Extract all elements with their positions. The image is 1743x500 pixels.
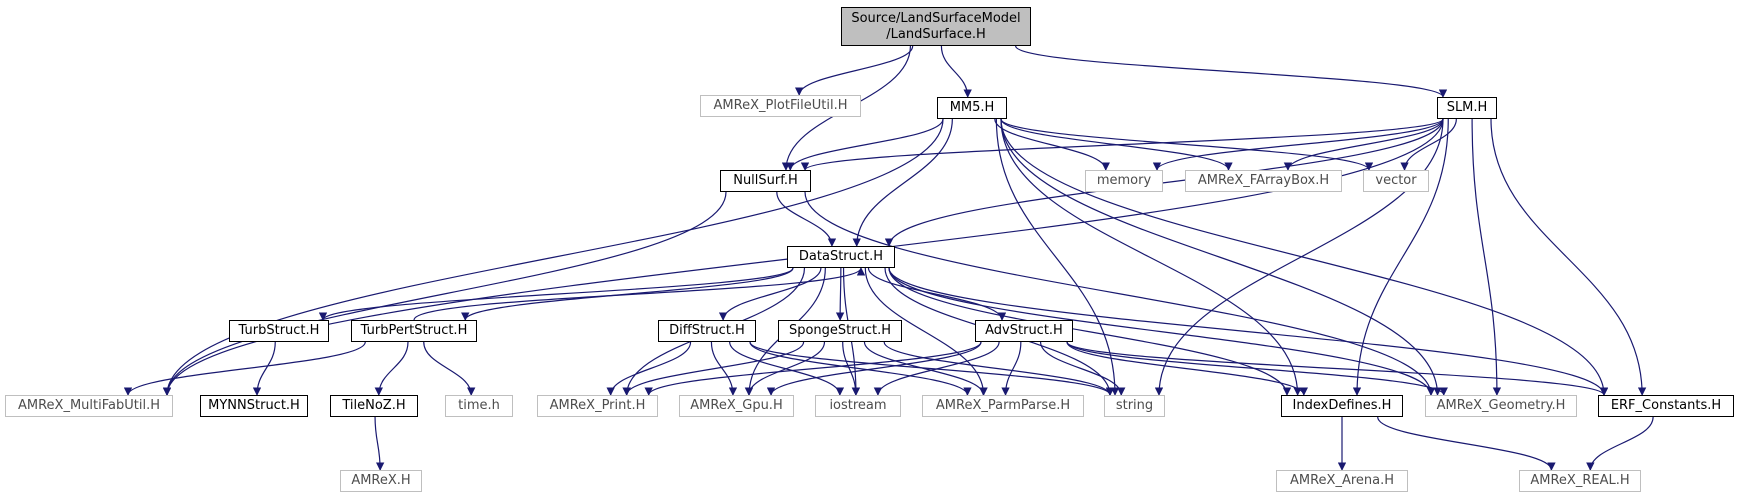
edge-slm-to-memory [1152, 118, 1444, 171]
edge-mm5-to-erfconstants [1000, 118, 1609, 396]
node-memory: memory [1085, 170, 1163, 192]
edge-advstruct-to-gpu [766, 341, 982, 396]
edge-nullsurf-to-multifabutil [162, 191, 727, 396]
edge-advstruct-to-indexdefines [1066, 341, 1308, 396]
node-turbstruct[interactable]: TurbStruct.H [229, 320, 329, 342]
node-amrex: AMReX.H [340, 470, 422, 492]
edge-spongestruct-to-string [883, 341, 1115, 396]
edge-datastruct-to-indexdefines [888, 267, 1292, 396]
edge-advstruct-to-geometry [1066, 341, 1448, 396]
edge-diffstruct-to-parmparse [749, 341, 972, 396]
edge-tilenoz-to-amrex [374, 416, 385, 471]
edge-mm5-to-geometry [1000, 118, 1442, 396]
node-root-landsurface[interactable]: Source/LandSurfaceModel /LandSurface.H [841, 7, 1031, 46]
edge-root-to-slm [1015, 45, 1448, 98]
edge-nullsurf-to-geometry [804, 191, 1436, 396]
edge-diffstruct-to-string [749, 341, 1115, 396]
node-amrex-arena: AMReX_Arena.H [1276, 470, 1408, 492]
edge-mm5-to-nullsurf [786, 118, 944, 171]
edge-mm5-to-vector [1000, 118, 1374, 171]
node-amrex-gpu: AMReX_Gpu.H [679, 395, 794, 417]
edge-diffstruct-to-iostream [729, 341, 845, 396]
node-time: time.h [445, 395, 513, 417]
node-amrex-parmparse: AMReX_ParmParse.H [922, 395, 1084, 417]
edge-turbstruct-to-mynnstruct [252, 341, 276, 396]
node-iostream: iostream [815, 395, 901, 417]
edge-slm-to-string [1154, 118, 1444, 396]
edge-slm-to-indexdefines [1352, 118, 1449, 396]
node-string: string [1104, 395, 1165, 417]
edge-slm-to-vector [1400, 118, 1457, 171]
node-nullsurf[interactable]: NullSurf.H [720, 170, 811, 192]
node-amrex-multifabutil: AMReX_MultiFabUtil.H [5, 395, 173, 417]
edge-mm5-to-indexdefines [1000, 118, 1302, 396]
node-amrex-geometry: AMReX_Geometry.H [1425, 395, 1577, 417]
edge-mm5-to-multifabutil [162, 118, 944, 396]
edge-advstruct-to-print [644, 341, 982, 396]
root-label-line2: /LandSurface.H [886, 26, 986, 42]
edge-diffstruct-to-print [606, 341, 692, 396]
node-tilenoz[interactable]: TileNoZ.H [330, 395, 418, 417]
edge-slm-to-erfconstants [1490, 118, 1647, 396]
edge-mm5-to-datastruct [852, 118, 953, 247]
root-label-line1: Source/LandSurfaceModel [851, 10, 1021, 26]
node-amrex-print: AMReX_Print.H [537, 395, 658, 417]
edge-spongestruct-to-iostream [842, 341, 861, 396]
node-amrex-real: AMReX_REAL.H [1519, 470, 1641, 492]
node-mm5[interactable]: MM5.H [937, 97, 1007, 119]
edge-datastruct-to-turbstruct [318, 267, 794, 321]
edge-advstruct-to-string [1039, 341, 1126, 396]
edge-datastruct-to-parmparse [864, 267, 988, 396]
dependency-edges [123, 45, 1654, 471]
edge-spongestruct-to-parmparse [863, 341, 988, 396]
edge-diffstruct-to-gpu [710, 341, 738, 396]
edge-datastruct-to-diffstruct [718, 267, 822, 321]
edge-datastruct-to-advstruct [867, 267, 1007, 321]
node-amrex-plotfileutil: AMReX_PlotFileUtil.H [700, 95, 861, 117]
edge-slm-to-geometry [1471, 118, 1502, 396]
edge-advstruct-to-parmparse [1001, 341, 1022, 396]
node-vector: vector [1363, 170, 1429, 192]
edge-datastruct-to-spongestruct [835, 267, 845, 321]
edge-spongestruct-to-gpu [744, 341, 826, 396]
edge-slm-to-datastruct [884, 118, 1444, 247]
node-slm[interactable]: SLM.H [1437, 97, 1497, 119]
edge-indexdefines-to-real [1377, 416, 1556, 471]
node-mynnstruct[interactable]: MYNNStruct.H [200, 395, 308, 417]
node-advstruct[interactable]: AdvStruct.H [975, 320, 1073, 342]
edge-nullsurf-to-datastruct [776, 191, 837, 247]
edge-datastruct-to-geometry [888, 267, 1436, 396]
edge-advstruct-to-iostream [873, 341, 1000, 396]
edge-root-to-plotfileutil [794, 45, 914, 96]
edge-spongestruct-to-print [622, 341, 805, 396]
node-erf-constants[interactable]: ERF_Constants.H [1598, 395, 1734, 417]
node-amrex-farraybox: AMReX_FArrayBox.H [1185, 170, 1342, 192]
edge-erfconstants-to-real [1586, 416, 1654, 471]
edge-slm-to-farraybox [1283, 118, 1444, 171]
edge-turbpertstruct-to-datastruct [413, 267, 866, 321]
node-indexdefines[interactable]: IndexDefines.H [1281, 395, 1403, 417]
edge-turbpertstruct-to-tilenoz [374, 341, 409, 396]
edge-advstruct-to-erfconstants [1066, 341, 1609, 396]
node-spongestruct[interactable]: SpongeStruct.H [778, 320, 902, 342]
edge-mm5-to-string [995, 118, 1120, 396]
edge-datastruct-to-erfconstants [888, 267, 1609, 396]
edge-root-to-mm5 [940, 45, 972, 98]
edge-slm-to-nullsurf [801, 118, 1444, 171]
node-diffstruct[interactable]: DiffStruct.H [658, 320, 756, 342]
edge-turbpertstruct-to-multifabutil [123, 341, 366, 396]
node-turbpertstruct[interactable]: TurbPertStruct.H [351, 320, 477, 342]
edge-mm5-to-memory [994, 118, 1110, 171]
node-datastruct[interactable]: DataStruct.H [787, 246, 895, 268]
edge-turbpertstruct-to-time [423, 341, 476, 396]
